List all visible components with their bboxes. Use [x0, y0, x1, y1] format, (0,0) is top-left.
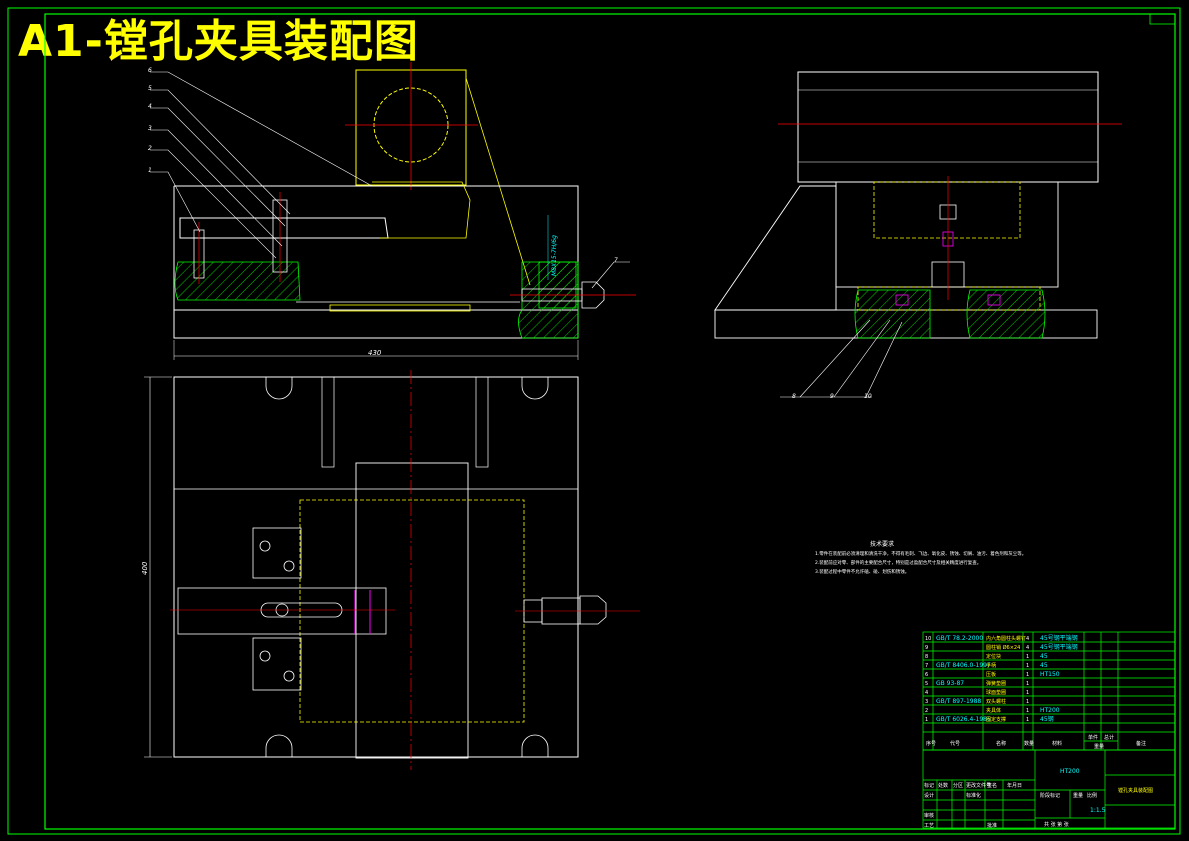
balloon-10: 10	[864, 393, 872, 400]
bom-cell-material: HT150	[1040, 671, 1060, 678]
notes-line-2: 2.装配前应对零、部件的主要配合尺寸，特别是过盈配合尺寸及相关精度进行复查。	[815, 559, 981, 566]
title-block	[922, 749, 1176, 829]
bom-cell-name: 圆柱销 Ø6×24	[986, 644, 1020, 651]
title-block-drawing-name: 镗孔夹具装配图	[1118, 787, 1153, 794]
bom-cell-qty: 1	[1026, 672, 1029, 678]
notes-line-1: 1.零件在装配前必须清理和清洗干净，不得有毛刺、飞边、氧化皮、锈蚀、切屑、油污、…	[815, 550, 1026, 557]
bom-header-code: 代号	[950, 740, 960, 747]
bom-cell-no: 6	[925, 672, 928, 678]
top-view	[144, 370, 640, 770]
bom-cell-no: 7	[925, 663, 928, 669]
corner-mark	[1149, 13, 1176, 25]
thread-tolerance-label: M8X15-7H/6g	[551, 235, 558, 276]
bom-header-note: 备注	[1136, 740, 1146, 747]
balloon-2: 2	[148, 145, 152, 152]
balloon-7: 7	[614, 257, 618, 264]
bom-cell-no: 4	[925, 690, 928, 696]
tb-label-weight: 重量	[1073, 792, 1083, 799]
technical-requirements: 技术要求 1.零件在装配前必须清理和清洗干净，不得有毛刺、飞边、氧化皮、锈蚀、切…	[815, 540, 1026, 575]
bom-cell-no: 8	[925, 654, 928, 660]
outer-frame	[7, 7, 1181, 835]
tb-label-count: 处数	[938, 782, 948, 789]
bom-header-weight: 重量	[1094, 743, 1104, 750]
tb-label-signature: 签名	[987, 782, 997, 789]
balloon-4: 4	[148, 103, 152, 110]
tb-label-zone: 分区	[953, 782, 963, 789]
bom-cell-name: 固定支撑	[986, 716, 1006, 723]
bom-cell-no: 1	[925, 717, 928, 723]
bom-cell-qty: 1	[1026, 699, 1029, 705]
front-view	[150, 62, 636, 360]
notes-title: 技术要求	[870, 540, 894, 548]
bom-header-qty: 数量	[1024, 740, 1034, 747]
bom-cell-no: 3	[925, 699, 928, 705]
bom-cell-no: 10	[925, 636, 931, 642]
bom-cell-no: 5	[925, 681, 928, 687]
tb-label-stage-mark: 阶段标记	[1040, 792, 1060, 799]
bom-header-unit-weight: 单件	[1088, 734, 1098, 741]
bom-cell-material: 45号钢平端钢	[1040, 634, 1078, 642]
bom-cell-qty: 4	[1026, 645, 1029, 651]
bom-cell-material: HT200	[1040, 707, 1060, 714]
bom-header-name: 名称	[996, 740, 1006, 747]
bom-cell-name: 手柄	[986, 662, 996, 669]
bom-cell-qty: 1	[1026, 663, 1029, 669]
tb-label-review: 审核	[924, 812, 934, 819]
bom-cell-name: 双头螺柱	[986, 698, 1006, 705]
width-dimension: 400	[141, 561, 149, 575]
bom-cell-code: GB/T 78.2-2000	[936, 635, 983, 642]
title-block-material: HT200	[1060, 768, 1080, 775]
notes-line-3: 3.装配过程中零件不允许磕、碰、划伤和锈蚀。	[815, 568, 909, 575]
inner-frame	[44, 13, 1176, 830]
tb-label-scale: 比例	[1087, 792, 1097, 799]
balloon-1: 1	[148, 167, 152, 174]
bom-cell-qty: 4	[1026, 636, 1029, 642]
bom-cell-name: 球面垫圈	[986, 689, 1006, 696]
balloon-8: 8	[792, 393, 796, 400]
bom-cell-material: 45号钢平端钢	[1040, 643, 1078, 651]
bom-header-total-weight: 总计	[1104, 734, 1114, 741]
bom-cell-name: 压板	[986, 671, 996, 678]
title-block-scale: 1:1.5	[1090, 807, 1106, 814]
bom-cell-material: 45	[1040, 662, 1048, 669]
tb-label-approve: 批准	[987, 822, 997, 829]
tb-label-mark: 标记	[924, 782, 934, 789]
tb-label-process: 工艺	[924, 823, 934, 829]
balloon-6: 6	[148, 67, 152, 74]
length-dimension: 430	[368, 349, 382, 357]
tb-label-change-doc: 更改文件号	[966, 782, 991, 789]
bom-cell-qty: 1	[1026, 681, 1029, 687]
tb-label-design: 设计	[924, 792, 934, 799]
bom-cell-name: 内六角圆柱头螺钉	[986, 635, 1026, 642]
bom-table	[922, 631, 1176, 751]
bom-header-no: 序号	[926, 740, 936, 747]
bom-cell-qty: 1	[1026, 708, 1029, 714]
balloon-9: 9	[830, 393, 834, 400]
bom-cell-name: 弹簧垫圈	[986, 680, 1006, 687]
drawing-title: A1-镗孔夹具装配图	[18, 16, 419, 67]
tb-label-sheets: 共 张 第 张	[1044, 821, 1069, 828]
bom-cell-material: 45	[1040, 653, 1048, 660]
bom-cell-no: 9	[925, 645, 928, 651]
balloon-3: 3	[148, 125, 152, 132]
bom-cell-code: GB 93-87	[936, 680, 964, 687]
side-view	[714, 71, 1122, 398]
tb-label-date: 年月日	[1007, 782, 1022, 789]
bom-cell-no: 2	[925, 708, 928, 714]
bom-cell-code: GB/T 897-1988	[936, 698, 981, 705]
bom-header-material: 材料	[1052, 740, 1062, 747]
bom-cell-code: GB/T 6026.4-1986	[936, 716, 991, 723]
bom-cell-name: 夹具体	[986, 707, 1001, 714]
bom-cell-name: 定位块	[986, 653, 1001, 660]
bom-cell-qty: 1	[1026, 717, 1029, 723]
bom-cell-code: GB/T 8406.0-1997	[936, 662, 991, 669]
bom-cell-qty: 1	[1026, 654, 1029, 660]
bom-cell-qty: 1	[1026, 690, 1029, 696]
balloon-5: 5	[148, 85, 152, 92]
bom-cell-material: 45钢	[1040, 715, 1054, 723]
tb-label-standardize: 标准化	[966, 792, 981, 799]
